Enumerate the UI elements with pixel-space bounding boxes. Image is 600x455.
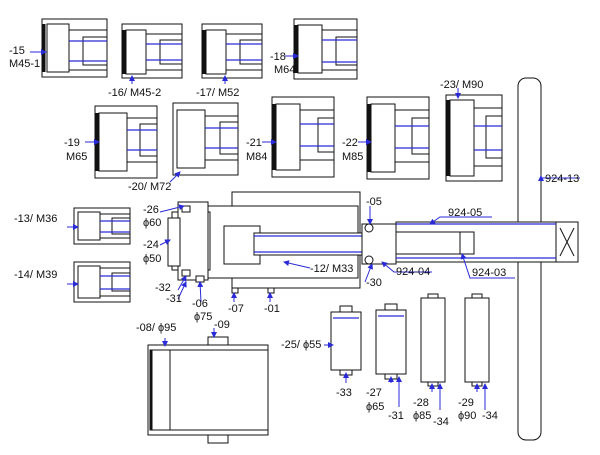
label-p31-bottom: -31 [388, 410, 404, 422]
label-p13: -13/ M36 [14, 213, 57, 225]
label-p24: -24 [143, 239, 159, 251]
label-p25: -25/ ϕ55 [281, 339, 321, 351]
label-p15: -15 [9, 45, 25, 57]
label-p16: -16/ M45-2 [108, 87, 161, 99]
label-p29: -29 [458, 397, 474, 409]
label-m84: M84 [246, 151, 267, 163]
adapter-m84 [271, 96, 335, 178]
adapter-m45-2 [121, 23, 183, 79]
label-p18: -18 [270, 51, 286, 63]
label-p17: -17/ M52 [196, 87, 239, 99]
label-m65: M65 [66, 151, 87, 163]
label-p31-top: -31 [166, 293, 182, 305]
adapter-m45-1 [41, 18, 108, 78]
label-p26: -26 [143, 204, 159, 216]
adapter-m36 [73, 207, 131, 245]
adapter-m72 [172, 102, 239, 176]
label-p06: -06 [192, 298, 208, 310]
label-p32: -32 [155, 282, 171, 294]
label-m85: M85 [342, 151, 363, 163]
label-924-04: 924-04 [396, 266, 430, 278]
sleeve-phi65 [375, 303, 407, 380]
leader-lines [30, 49, 580, 410]
label-p30: -30 [366, 277, 382, 289]
label-p01: -01 [264, 303, 280, 315]
label-d60: ϕ60 [143, 217, 161, 229]
adapter-m52 [201, 23, 263, 79]
label-p12: -12/ M33 [310, 263, 353, 275]
cup-phi95 [147, 336, 269, 444]
label-p07: -07 [228, 303, 244, 315]
adapter-m90 [445, 94, 503, 182]
part-labels: -15 M45-1 -16/ M45-2 -17/ M52 -18 M64 -2… [9, 45, 579, 428]
adapter-m65 [94, 105, 158, 179]
adapter-m85 [366, 96, 430, 180]
label-d50: ϕ50 [143, 253, 161, 265]
adapter-m39 [73, 261, 131, 303]
label-p08: -08/ ϕ95 [136, 322, 176, 334]
adapter-m64 [293, 18, 358, 80]
label-924-05: 924-05 [448, 207, 482, 219]
label-p27: -27 [366, 387, 382, 399]
label-d85: ϕ85 [413, 410, 431, 422]
label-p33: -33 [336, 387, 352, 399]
label-p23: -23/ M90 [440, 79, 483, 91]
label-p20: -20/ M72 [128, 181, 171, 193]
label-p05: -05 [366, 196, 382, 208]
label-p14: -14/ M39 [14, 269, 57, 281]
label-d90: ϕ90 [458, 410, 476, 422]
label-m64: M64 [274, 64, 295, 76]
label-p21: -21 [246, 137, 262, 149]
puller-assembly [167, 191, 579, 294]
label-m45-1: M45-1 [9, 58, 40, 70]
label-p34-right: -34 [482, 410, 498, 422]
label-924-13: 924-13 [545, 173, 579, 185]
sleeve-phi90 [464, 293, 490, 387]
label-p22: -22 [342, 137, 358, 149]
sleeve-phi85 [420, 293, 446, 387]
label-d65: ϕ65 [366, 401, 384, 413]
label-p19: -19 [64, 137, 80, 149]
label-p09: -09 [214, 319, 230, 331]
label-924-03: 924-03 [472, 267, 506, 279]
label-d75: ϕ75 [194, 311, 212, 323]
label-p34-left: -34 [433, 416, 449, 428]
sleeve-phi55 [330, 305, 362, 376]
label-p28: -28 [413, 397, 429, 409]
